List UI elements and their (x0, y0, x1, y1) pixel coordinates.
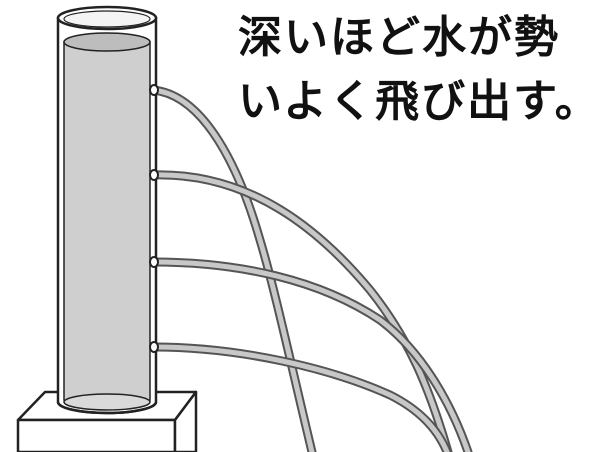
water-jet-1-fill (150, 87, 315, 452)
cylinder-bottom (63, 393, 151, 411)
water-jet-4-fill (150, 344, 450, 452)
water-surface (63, 32, 151, 52)
water-jets (148, 85, 473, 452)
hole-1 (149, 84, 159, 96)
water-jet-3 (148, 257, 473, 452)
hole-4 (149, 341, 159, 353)
cylinder (56, 5, 158, 415)
cylinder-rim-inner (63, 10, 151, 28)
hole-3 (149, 256, 159, 268)
caption-line-1: 深いほど水が勢 (238, 12, 560, 63)
water-jet-2-fill (150, 172, 451, 452)
holes (149, 84, 159, 353)
water-jet-3-fill (150, 259, 471, 452)
hole-2 (149, 169, 159, 181)
caption-line-2: いよく飛び出す。 (238, 76, 595, 127)
water-column (63, 41, 151, 410)
caption: 深いほど水が勢 いよく飛び出す。 (238, 6, 595, 134)
